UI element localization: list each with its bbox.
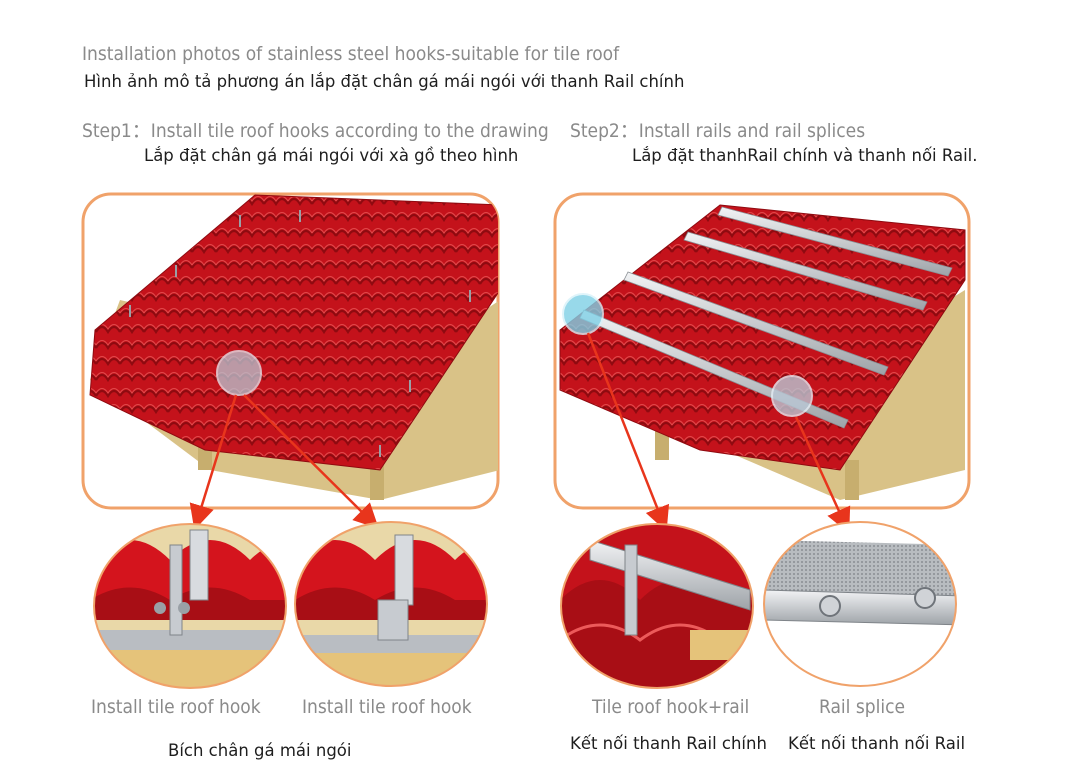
title-vn: Hình ảnh mô tả phương án lắp đặt chân gá… [84,72,685,91]
detail-hook-1 [93,523,287,689]
step1-roof-illustration [81,192,500,510]
detail-hook-rail [560,523,754,689]
step1-label-vn: Lắp đặt chân gá mái ngói với xà gồ theo … [144,146,519,165]
step2-roof-illustration [553,192,971,510]
detail-rail-splice [763,521,957,687]
caption-hook-rail-vn: Kết nối thanh Rail chính [570,734,767,753]
step1-label: Step1：Install tile roof hooks according … [82,120,549,142]
title-en: Installation photos of stainless steel h… [82,43,620,65]
step2-label: Step2：Install rails and rail splices [570,120,866,142]
caption-flange-vn: Bích chân gá mái ngói [168,741,352,760]
caption-hook-rail: Tile roof hook+rail [592,696,750,718]
step2-label-vn: Lắp đặt thanhRail chính và thanh nối Rai… [632,146,978,165]
detail-hook-2 [294,521,488,687]
caption-hook-2: Install tile roof hook [302,696,472,718]
pointer-arrows [189,332,851,534]
caption-rail-splice-vn: Kết nối thanh nối Rail [788,734,966,753]
caption-hook-1: Install tile roof hook [91,696,261,718]
caption-rail-splice: Rail splice [819,696,906,718]
